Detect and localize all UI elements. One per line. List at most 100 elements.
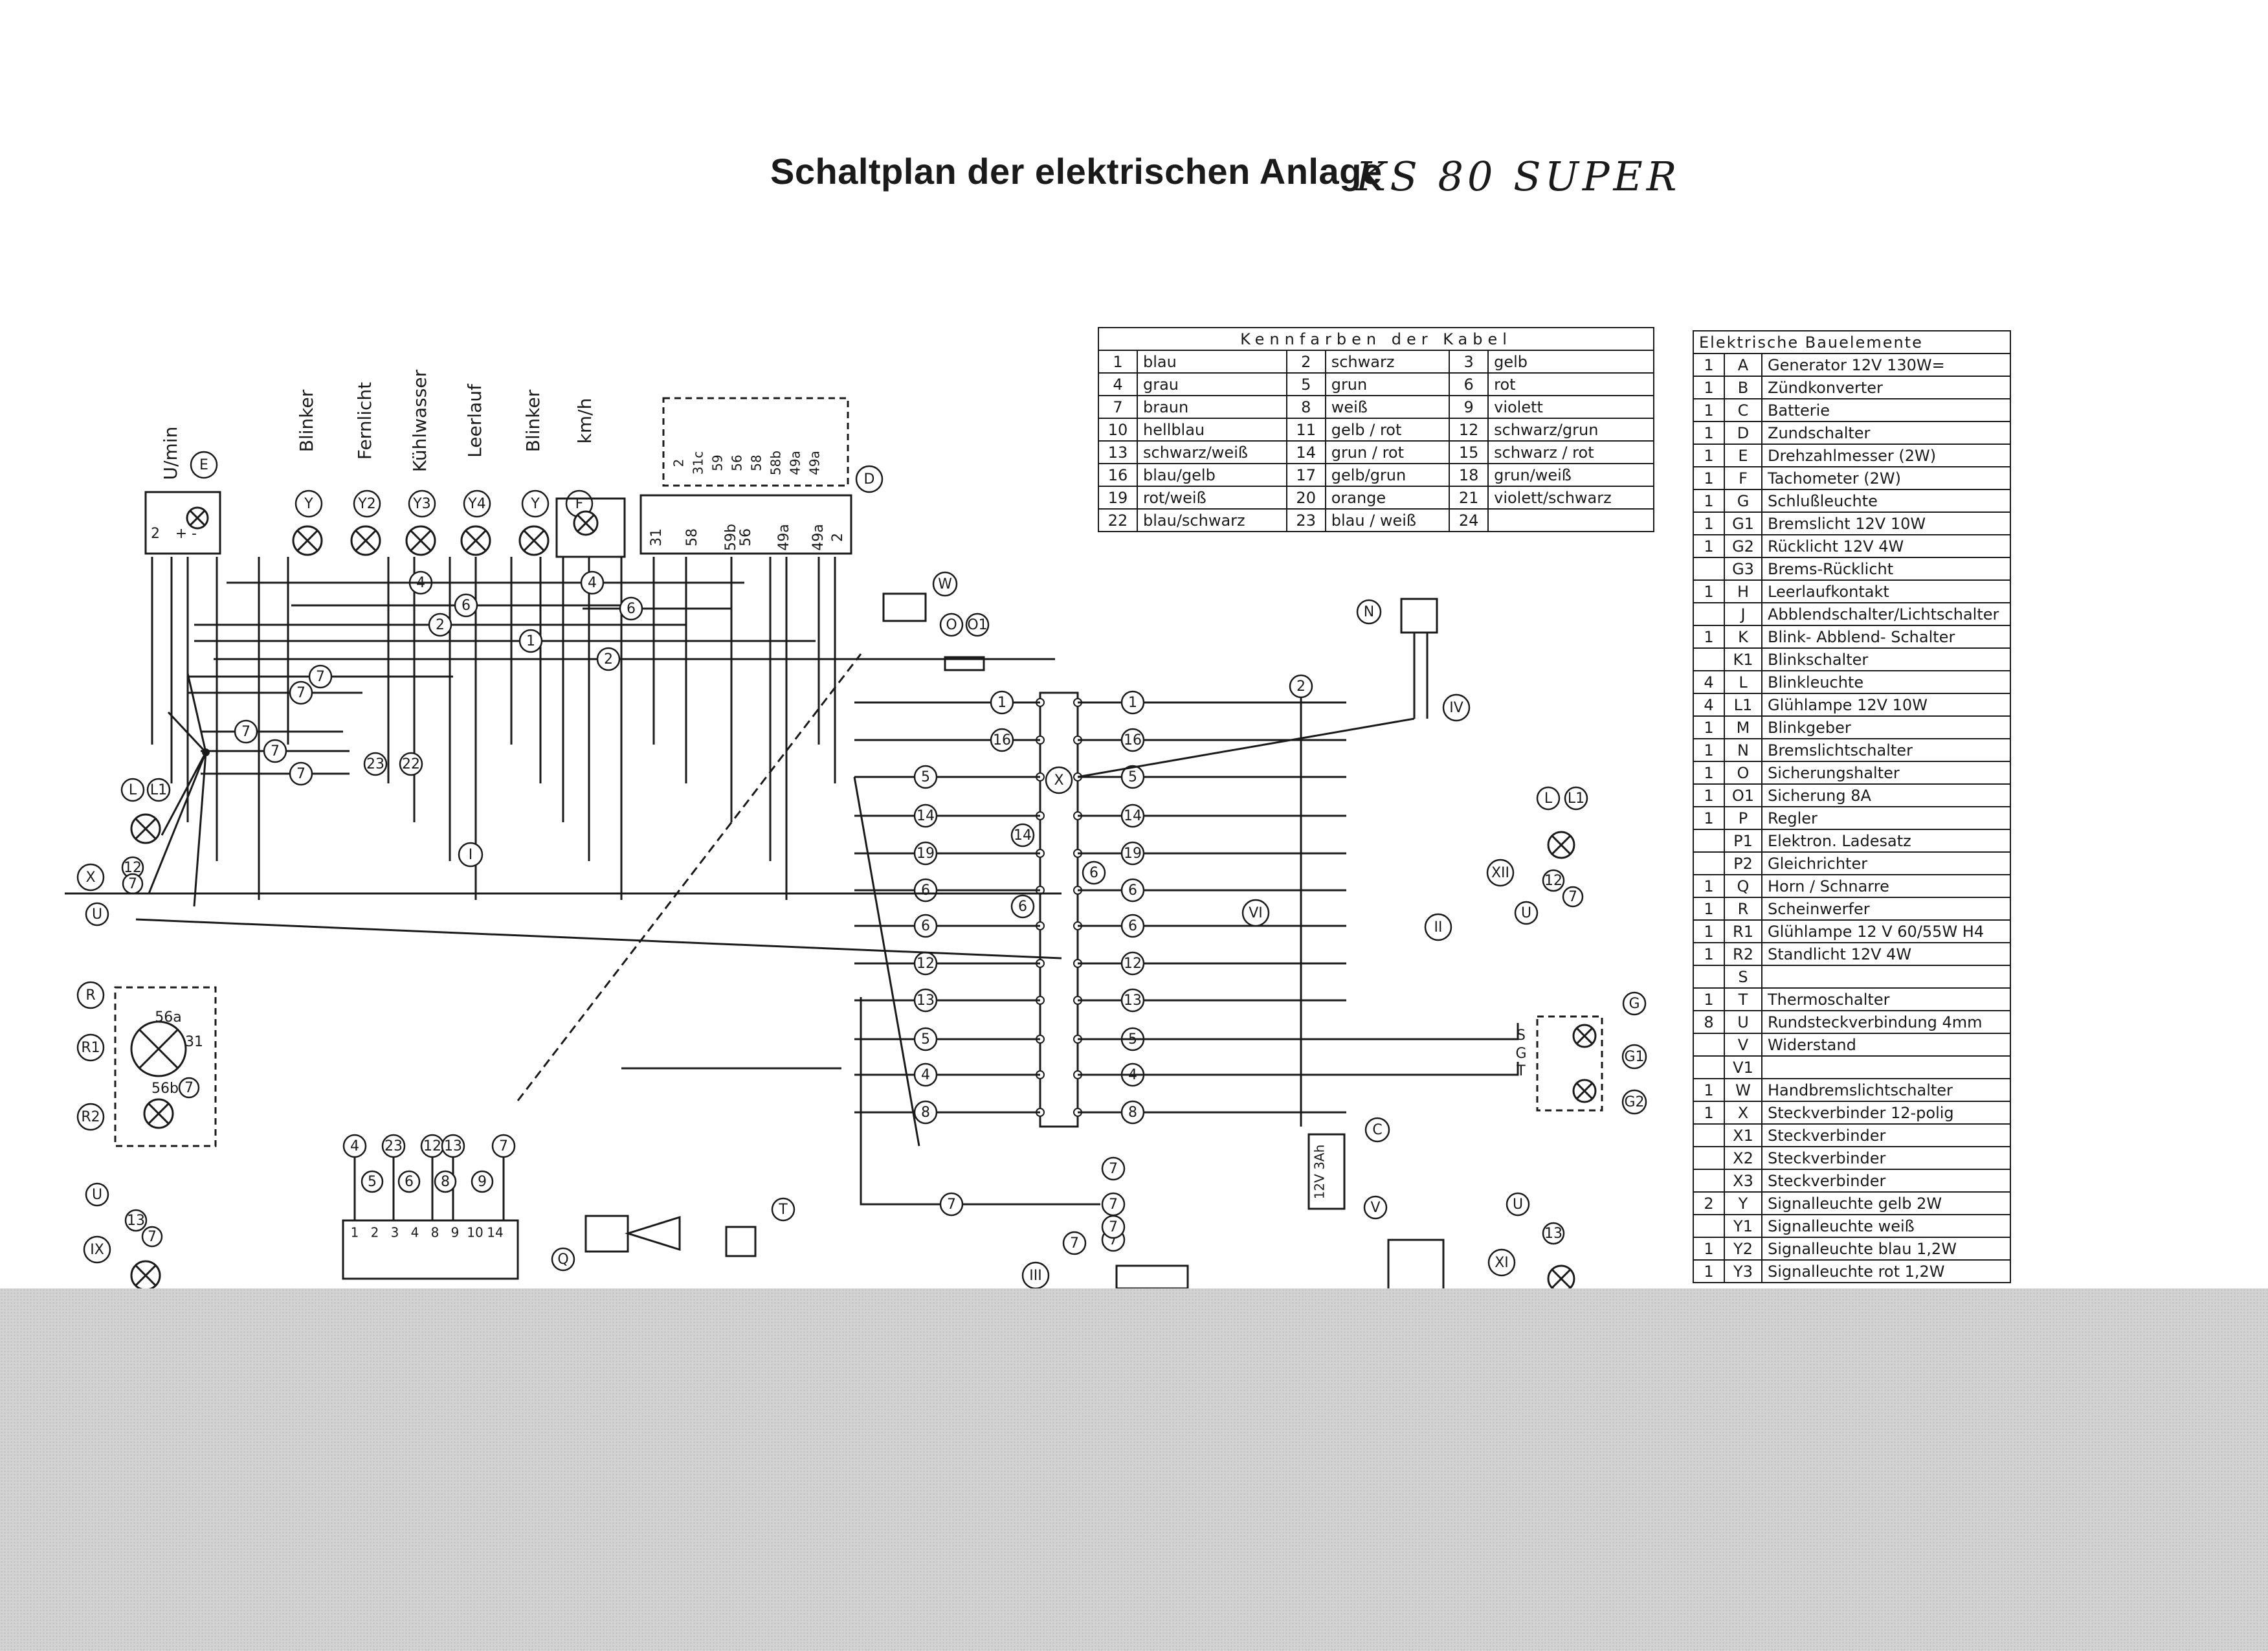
junction-wire bbox=[167, 711, 207, 754]
component-id-circle bbox=[85, 902, 109, 927]
wire-number-circle bbox=[596, 647, 621, 671]
wire-number-circle bbox=[913, 765, 938, 789]
component-desc: Glühlampe 12V 10W bbox=[1761, 693, 2011, 717]
wire-number: 7 bbox=[1109, 1161, 1118, 1177]
wire-number-circle bbox=[913, 803, 938, 828]
fuse-symbol bbox=[944, 656, 985, 671]
wire-number: 7 bbox=[1109, 1219, 1118, 1235]
component-desc: Blinkschalter bbox=[1761, 647, 2011, 671]
tachometer-box bbox=[144, 491, 221, 555]
cable-color: schwarz/grun bbox=[1487, 418, 1654, 442]
cable-number: 12 bbox=[1449, 418, 1489, 442]
component-id: VI bbox=[1249, 905, 1263, 921]
wire-number: 7 bbox=[296, 766, 306, 782]
switch-terminal: 49a bbox=[810, 524, 827, 550]
component-qty: 1 bbox=[1693, 806, 1725, 830]
component-id: U bbox=[92, 906, 102, 923]
component-id: V bbox=[1370, 1200, 1380, 1216]
component-id-circle bbox=[1486, 859, 1515, 887]
component-id-circle bbox=[1621, 1044, 1647, 1070]
component-code: G bbox=[1724, 489, 1762, 513]
cable-number: 2 bbox=[1285, 350, 1326, 374]
wire-number: 6 bbox=[461, 598, 471, 614]
wire-number-circle bbox=[518, 629, 543, 653]
cable-number: 22 bbox=[1098, 508, 1138, 532]
component-desc: Schlußleuchte bbox=[1761, 489, 2011, 513]
component-qty bbox=[1693, 1146, 1725, 1170]
component-desc: Signalleuchte gelb 2W bbox=[1761, 1191, 2011, 1215]
dashed-wire bbox=[517, 653, 862, 1101]
page-title: Schaltplan der elektrischen Anlage bbox=[770, 151, 1383, 192]
component-desc: Steckverbinder bbox=[1761, 1169, 2011, 1193]
turn-lamp-rear-right-cross bbox=[1551, 1268, 1572, 1289]
wire-number: 23 bbox=[384, 1138, 403, 1154]
cable-number: 24 bbox=[1449, 508, 1489, 532]
component-qty: 1 bbox=[1693, 1237, 1725, 1261]
wire-number: 16 bbox=[1124, 732, 1142, 748]
wire-number-circle bbox=[434, 1170, 457, 1193]
rear-light-box bbox=[1536, 1015, 1603, 1112]
component-desc: Blink- Abblend- Schalter bbox=[1761, 625, 2011, 649]
component-code: P bbox=[1724, 806, 1762, 830]
indicator-lamp-cross bbox=[410, 530, 432, 552]
wire-number-circle bbox=[363, 752, 388, 776]
wire-number: 6 bbox=[627, 601, 636, 617]
wire-number-circle bbox=[1010, 823, 1035, 848]
component-desc: Zündkonverter bbox=[1761, 376, 2011, 399]
component-qty: 1 bbox=[1693, 353, 1725, 377]
cable-color: orange bbox=[1324, 486, 1451, 510]
indicator-label: Leerlauf bbox=[464, 383, 485, 458]
component-id-circle bbox=[1424, 913, 1452, 941]
component-qty: 1 bbox=[1693, 511, 1725, 535]
component-qty: 1 bbox=[1693, 897, 1725, 921]
horn-bell bbox=[624, 1215, 681, 1252]
wire-number-circle bbox=[381, 1134, 406, 1158]
wire-number: 9 bbox=[478, 1174, 487, 1190]
wire-number: 7 bbox=[1070, 1235, 1079, 1252]
component-desc: Tachometer (2W) bbox=[1761, 466, 2011, 490]
cable-color: schwarz/weiß bbox=[1137, 440, 1287, 464]
component-desc: Drehzahlmesser (2W) bbox=[1761, 444, 2011, 467]
scan-gray-band bbox=[0, 1288, 2268, 1651]
cable-color: violett/schwarz bbox=[1487, 486, 1654, 510]
component-desc: Thermoschalter bbox=[1761, 987, 2011, 1011]
component-code: G1 bbox=[1724, 511, 1762, 535]
component-id-circle bbox=[1506, 1192, 1530, 1217]
indicator-id-circle bbox=[521, 489, 550, 518]
component-code: A bbox=[1724, 353, 1762, 377]
wire bbox=[860, 997, 1100, 1206]
indicator-lamp-cross bbox=[296, 530, 318, 552]
wire-number: 7 bbox=[1109, 1196, 1118, 1213]
indicator-label: km/h bbox=[574, 398, 595, 444]
wire-number: 14 bbox=[1124, 808, 1142, 824]
wire-number: 19 bbox=[917, 846, 935, 862]
component-id: C bbox=[1372, 1122, 1382, 1138]
component-id-circle bbox=[965, 612, 990, 637]
wire-number-circle bbox=[1120, 803, 1145, 828]
component-desc: Gleichrichter bbox=[1761, 851, 2011, 875]
indicator-id-circle bbox=[353, 489, 381, 518]
ignition-terminal: 58 bbox=[749, 455, 764, 471]
component-id-circle bbox=[85, 1182, 109, 1207]
component-id: U bbox=[92, 1187, 102, 1203]
component-qty: 1 bbox=[1693, 398, 1725, 422]
wire-number-circle bbox=[1101, 1156, 1126, 1181]
ignition-switch-box bbox=[662, 397, 849, 487]
block-k-pin: 3 bbox=[391, 1225, 399, 1241]
component-code: P1 bbox=[1724, 829, 1762, 853]
battery-label: 12V 3Ah bbox=[1312, 1145, 1328, 1200]
component-code: Y bbox=[1724, 1191, 1762, 1215]
